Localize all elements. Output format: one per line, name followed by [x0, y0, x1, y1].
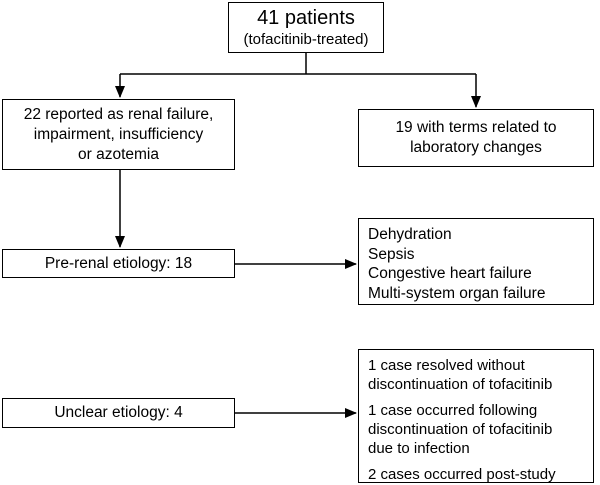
- note-line: 1 case occurred following: [368, 402, 538, 419]
- note-line: due to infection: [368, 440, 470, 457]
- prerenal-etiology-box: Pre-renal etiology: 18: [2, 249, 235, 278]
- patients-count: 41 patients: [257, 6, 355, 29]
- patients-box: 41 patients (tofacitinib-treated): [228, 2, 384, 53]
- renal-line-2: impairment, insufficiency: [33, 125, 204, 143]
- prerenal-label: Pre-renal etiology: 18: [44, 254, 193, 272]
- note-line: discontinuation of tofacitinib: [368, 376, 553, 393]
- lab-changes-box: 19 with terms related to laboratory chan…: [358, 109, 594, 167]
- lab-line-2: laboratory changes: [410, 139, 542, 156]
- case-notes-box: 1 case resolved without discontinuation …: [358, 349, 594, 483]
- prerenal-causes-box: Dehydration Sepsis Congestive heart fail…: [358, 218, 594, 305]
- note-line: 1 case resolved without: [368, 357, 525, 374]
- note-line: 2 cases occurred post-study: [368, 466, 556, 483]
- lab-line-1: 19 with terms related to: [395, 119, 557, 136]
- case-note: 1 case resolved without discontinuation …: [368, 356, 593, 394]
- cause-item: Dehydration: [368, 226, 452, 243]
- cause-item: Congestive heart failure: [368, 265, 532, 282]
- case-note: 1 case occurred following discontinuatio…: [368, 401, 593, 458]
- patients-subtitle: (tofacitinib-treated): [243, 30, 369, 48]
- unclear-etiology-box: Unclear etiology: 4: [2, 398, 235, 428]
- renal-line-1: 22 reported as renal failure,: [23, 105, 214, 123]
- renal-failure-box: 22 reported as renal failure, impairment…: [2, 99, 235, 170]
- note-line: discontinuation of tofacitinib: [368, 421, 553, 438]
- cause-item: Multi-system organ failure: [368, 284, 546, 302]
- renal-line-3: or azotemia: [78, 145, 159, 163]
- cause-item: Sepsis: [368, 245, 415, 263]
- case-note: 2 cases occurred post-study: [368, 465, 593, 484]
- unclear-label: Unclear etiology: 4: [54, 404, 183, 421]
